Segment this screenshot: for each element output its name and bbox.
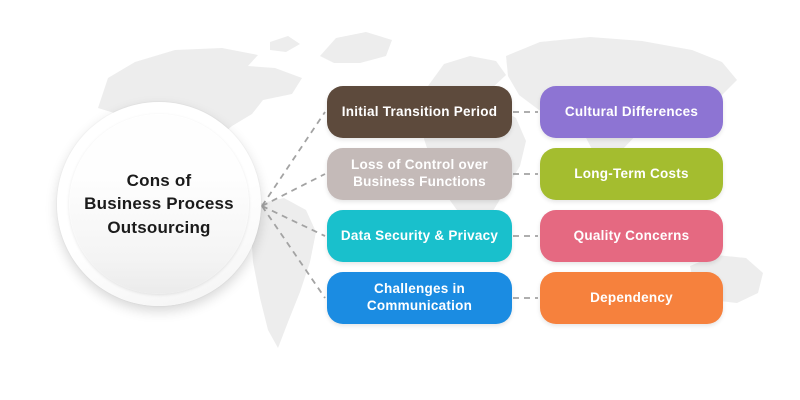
con-box: Data Security & Privacy (327, 210, 512, 262)
dashed-connector (261, 205, 326, 237)
con-box-label: Challenges in Communication (366, 281, 473, 313)
con-box: Challenges in Communication (327, 272, 512, 324)
con-box-label: Loss of Control over Business Functions (350, 157, 488, 189)
con-box: Initial Transition Period (327, 86, 512, 138)
con-box-label: Initial Transition Period (341, 103, 498, 119)
con-box-label: Cultural Differences (564, 103, 699, 119)
dashed-connector (261, 173, 326, 207)
hub-circle: Cons of Business Process Outsourcing (57, 102, 261, 306)
con-box: Long-Term Costs (540, 148, 723, 200)
con-box: Loss of Control over Business Functions (327, 148, 512, 200)
dashed-connector (261, 111, 326, 207)
con-box-label: Data Security & Privacy (340, 227, 499, 243)
hub-circle-inner: Cons of Business Process Outsourcing (69, 114, 249, 294)
diagram-title: Cons of Business Process Outsourcing (84, 170, 234, 237)
dashed-connector (261, 205, 326, 299)
con-box: Quality Concerns (540, 210, 723, 262)
con-box-label: Quality Concerns (573, 227, 690, 243)
con-box-label: Dependency (590, 289, 673, 305)
con-box: Dependency (540, 272, 723, 324)
con-box-label: Long-Term Costs (574, 165, 689, 181)
con-box: Cultural Differences (540, 86, 723, 138)
